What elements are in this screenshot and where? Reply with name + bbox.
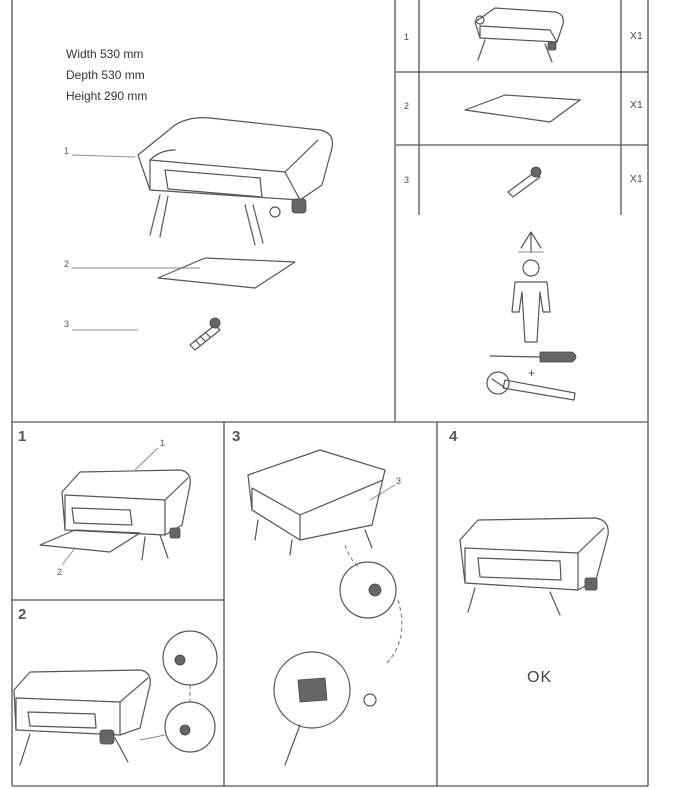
- wrench-icon: [486, 371, 576, 401]
- plus-sign: +: [528, 366, 535, 380]
- part-number-2: 2: [404, 101, 410, 111]
- step-3-number: 3: [232, 428, 241, 445]
- step-4-number: 4: [449, 428, 458, 445]
- callout-2: 2: [64, 259, 70, 269]
- pizza-oven-icon: [474, 7, 564, 63]
- depth-text: Depth 530 mm: [66, 68, 145, 82]
- step-1-callout-1: 1: [160, 438, 166, 448]
- gas-regulator-icon: [507, 166, 542, 198]
- height-text: Height 290 mm: [66, 89, 148, 103]
- pizza-stone-drawing: [157, 257, 296, 289]
- ok-text: OK: [527, 669, 553, 686]
- part-number-1: 1: [404, 32, 410, 42]
- width-text: Width 530 mm: [66, 47, 144, 61]
- step-1-callout-2: 2: [57, 567, 63, 577]
- callout-3: 3: [64, 319, 70, 329]
- one-person-icon: [511, 231, 551, 343]
- pizza-stone-icon: [464, 94, 581, 123]
- step-3-callout-3: 3: [396, 476, 402, 486]
- regulator-drawing: [189, 317, 221, 351]
- part-qty-3: X1: [630, 174, 644, 185]
- part-number-3: 3: [404, 175, 410, 185]
- dimensions-block: Width 530 mm Depth 530 mm Height 290 mm: [66, 44, 147, 107]
- step-2-number: 2: [18, 606, 27, 623]
- pizza-oven-drawing: [137, 117, 334, 246]
- part-qty-1: X1: [630, 31, 644, 42]
- part-qty-2: X1: [630, 100, 644, 111]
- step-1-number: 1: [18, 428, 27, 445]
- callout-1: 1: [64, 146, 70, 156]
- screwdriver-icon: [489, 351, 577, 363]
